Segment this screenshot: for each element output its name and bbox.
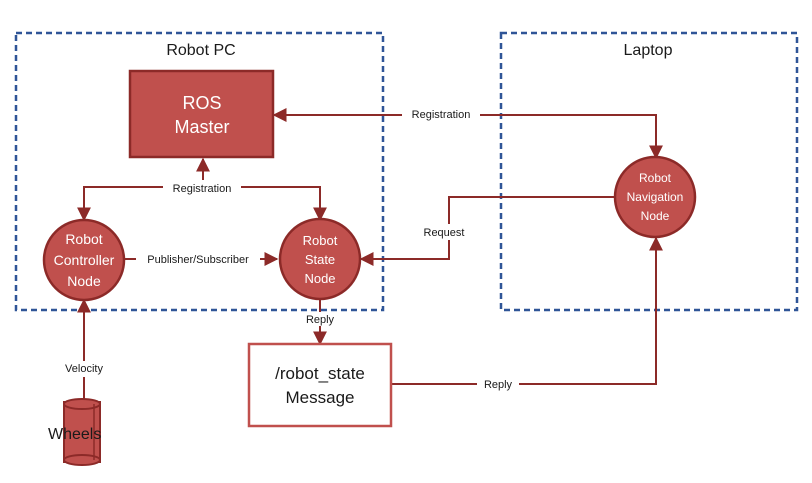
message-label-line2: Message: [286, 388, 355, 407]
label-registration-top: Registration: [412, 109, 471, 121]
controller-label-line3: Node: [67, 273, 101, 289]
robot-controller-node: Robot Controller Node: [42, 218, 126, 302]
robot-pc-border: [14, 31, 385, 312]
label-registration-mid: Registration: [173, 183, 232, 195]
laptop-border: [499, 31, 799, 312]
navigation-label-line3: Node: [641, 209, 670, 223]
label-publisher-subscriber: Publisher/Subscriber: [147, 254, 249, 266]
navigation-label-line1: Robot: [639, 171, 672, 185]
robot-navigation-node: Robot Navigation Node: [613, 155, 697, 239]
robot-state-message-box: /robot_state Message: [247, 342, 393, 428]
label-reply-state: Reply: [306, 314, 335, 326]
state-label-line2: State: [305, 252, 335, 267]
label-request: Request: [424, 227, 465, 239]
robot-pc-title: Robot PC: [166, 42, 235, 59]
robot-state-node: Robot State Node: [278, 217, 362, 301]
robot-pc-group: Robot PC: [14, 31, 385, 312]
edge-request: [359, 196, 616, 266]
laptop-title: Laptop: [624, 42, 673, 59]
edge-labels: Registration Registration Publisher/Subs…: [58, 106, 519, 392]
controller-label-line1: Robot: [65, 231, 102, 247]
label-velocity: Velocity: [65, 363, 103, 375]
message-label-line1: /robot_state: [275, 364, 365, 383]
controller-label-line2: Controller: [54, 252, 115, 268]
state-label-line3: Node: [304, 271, 335, 286]
state-label-line1: Robot: [303, 233, 338, 248]
laptop-group: Laptop: [499, 31, 799, 312]
navigation-label-line2: Navigation: [627, 190, 684, 204]
edge-registration-state: [203, 186, 327, 222]
label-reply-message: Reply: [484, 379, 513, 391]
ros-master-box: ROS Master: [128, 69, 275, 159]
wheels-icon: Wheels: [48, 398, 101, 466]
edge-registration-navigation: [272, 108, 663, 160]
wheels-label: Wheels: [48, 426, 101, 443]
ros-master-label-line1: ROS: [182, 93, 221, 113]
ros-master-label-line2: Master: [174, 117, 229, 137]
